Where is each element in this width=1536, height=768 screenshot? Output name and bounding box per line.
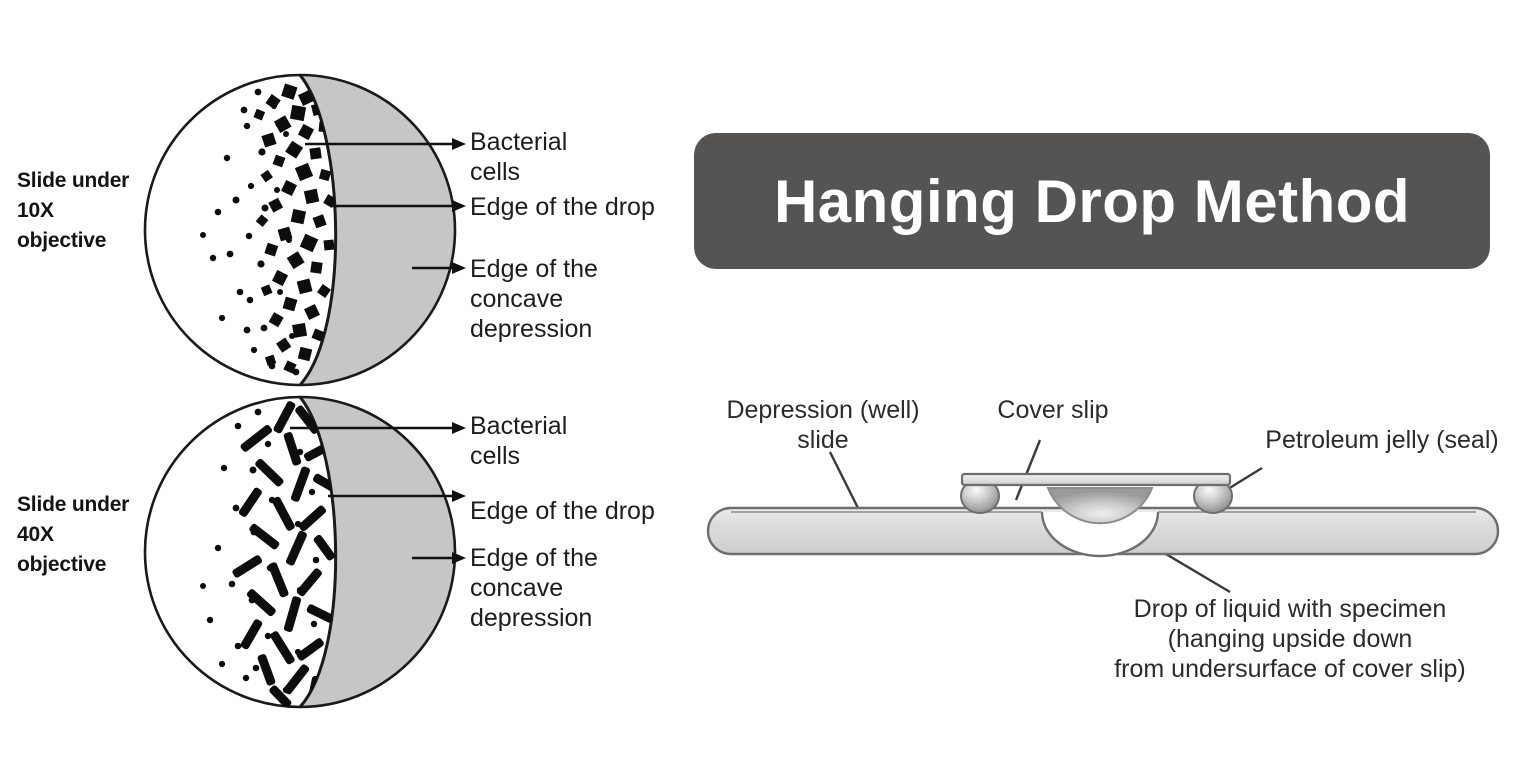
field-of-view-diagrams (143, 73, 466, 709)
callout-bacterial-cells-40x: Bacterial cells (470, 412, 568, 470)
field-view-40x (143, 395, 466, 709)
concave-depression-region-10x (300, 75, 455, 385)
callout-edge-of-concave-depression-10x: Edge of the concave depression (470, 255, 598, 343)
label-hanging-drop: Drop of liquid with specimen (hanging up… (1114, 595, 1466, 683)
page-title: Hanging Drop Method (773, 167, 1411, 235)
cover-slip (960, 472, 1232, 487)
hanging-drop-apparatus-diagram (706, 439, 1500, 594)
callout-edge-of-drop-40x: Edge of the drop (470, 497, 655, 525)
bacterial-cells-40x (200, 401, 336, 707)
callout-edge-of-drop-10x: Edge of the drop (470, 193, 655, 221)
objective-label-10x: Slide under 10X objective (17, 169, 130, 252)
field-view-10x (143, 73, 466, 387)
leader-depression-slide (828, 451, 864, 517)
concave-depression-region-40x (300, 397, 455, 707)
title-banner: Hanging Drop Method (694, 133, 1490, 269)
label-cover-slip: Cover slip (997, 396, 1109, 424)
drop-edge-arc-10x (298, 74, 338, 387)
apparatus-panel: Hanging Drop Method (690, 0, 1536, 768)
concave-well (1040, 511, 1160, 558)
callout-edge-of-concave-depression-40x: Edge of the concave depression (470, 544, 598, 632)
hanging-drop (1046, 487, 1154, 525)
label-petroleum-jelly: Petroleum jelly (seal) (1265, 426, 1499, 454)
bacterial-cells-10x (200, 75, 336, 376)
leader-lines-40x (290, 426, 455, 560)
label-depression-well-slide: Depression (well) slide (726, 396, 920, 454)
callout-bacterial-cells-10x: Bacterial cells (470, 128, 568, 186)
leader-arrowheads-40x (452, 422, 466, 564)
leader-lines-10x (305, 142, 455, 270)
leader-cover-slip (1014, 439, 1042, 501)
objective-label-40x: Slide under 40X objective (17, 493, 130, 576)
leader-arrowheads-10x (452, 138, 466, 274)
microscope-views-panel: Slide under 10X objective Slide under 40… (0, 0, 690, 768)
